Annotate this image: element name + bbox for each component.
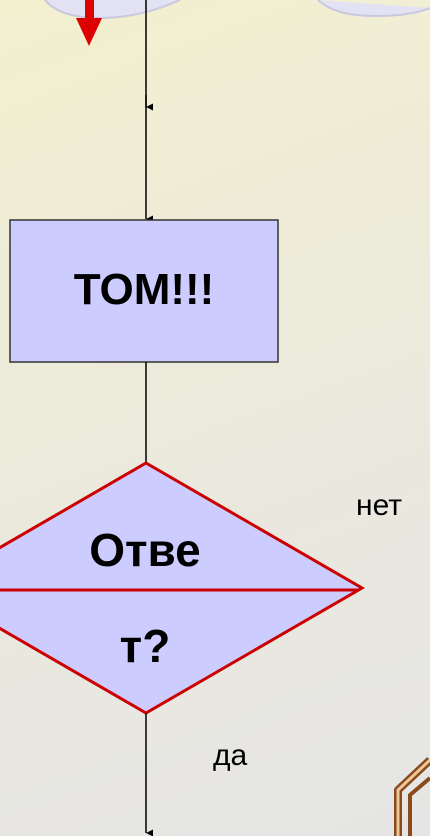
- decision-label-line2: т?: [119, 620, 171, 672]
- process-box: [9, 219, 279, 363]
- start-terminal-shape: [44, 0, 181, 20]
- decision-label-line1: Отве: [89, 524, 201, 576]
- branch-yes-label: да: [213, 739, 248, 772]
- secondary-terminal-shape: [317, 0, 430, 18]
- wooden-frame-corner-inner2: [408, 776, 430, 836]
- branch-no-label: нет: [356, 489, 402, 522]
- wooden-frame-corner: [394, 757, 430, 836]
- wooden-frame-corner-inner: [396, 758, 430, 836]
- red-arrow-shaft: [85, 0, 94, 20]
- process-box-label: ТОМ!!!: [73, 265, 215, 314]
- decision-diamond: [0, 461, 365, 715]
- red-arrow-head: [76, 18, 102, 46]
